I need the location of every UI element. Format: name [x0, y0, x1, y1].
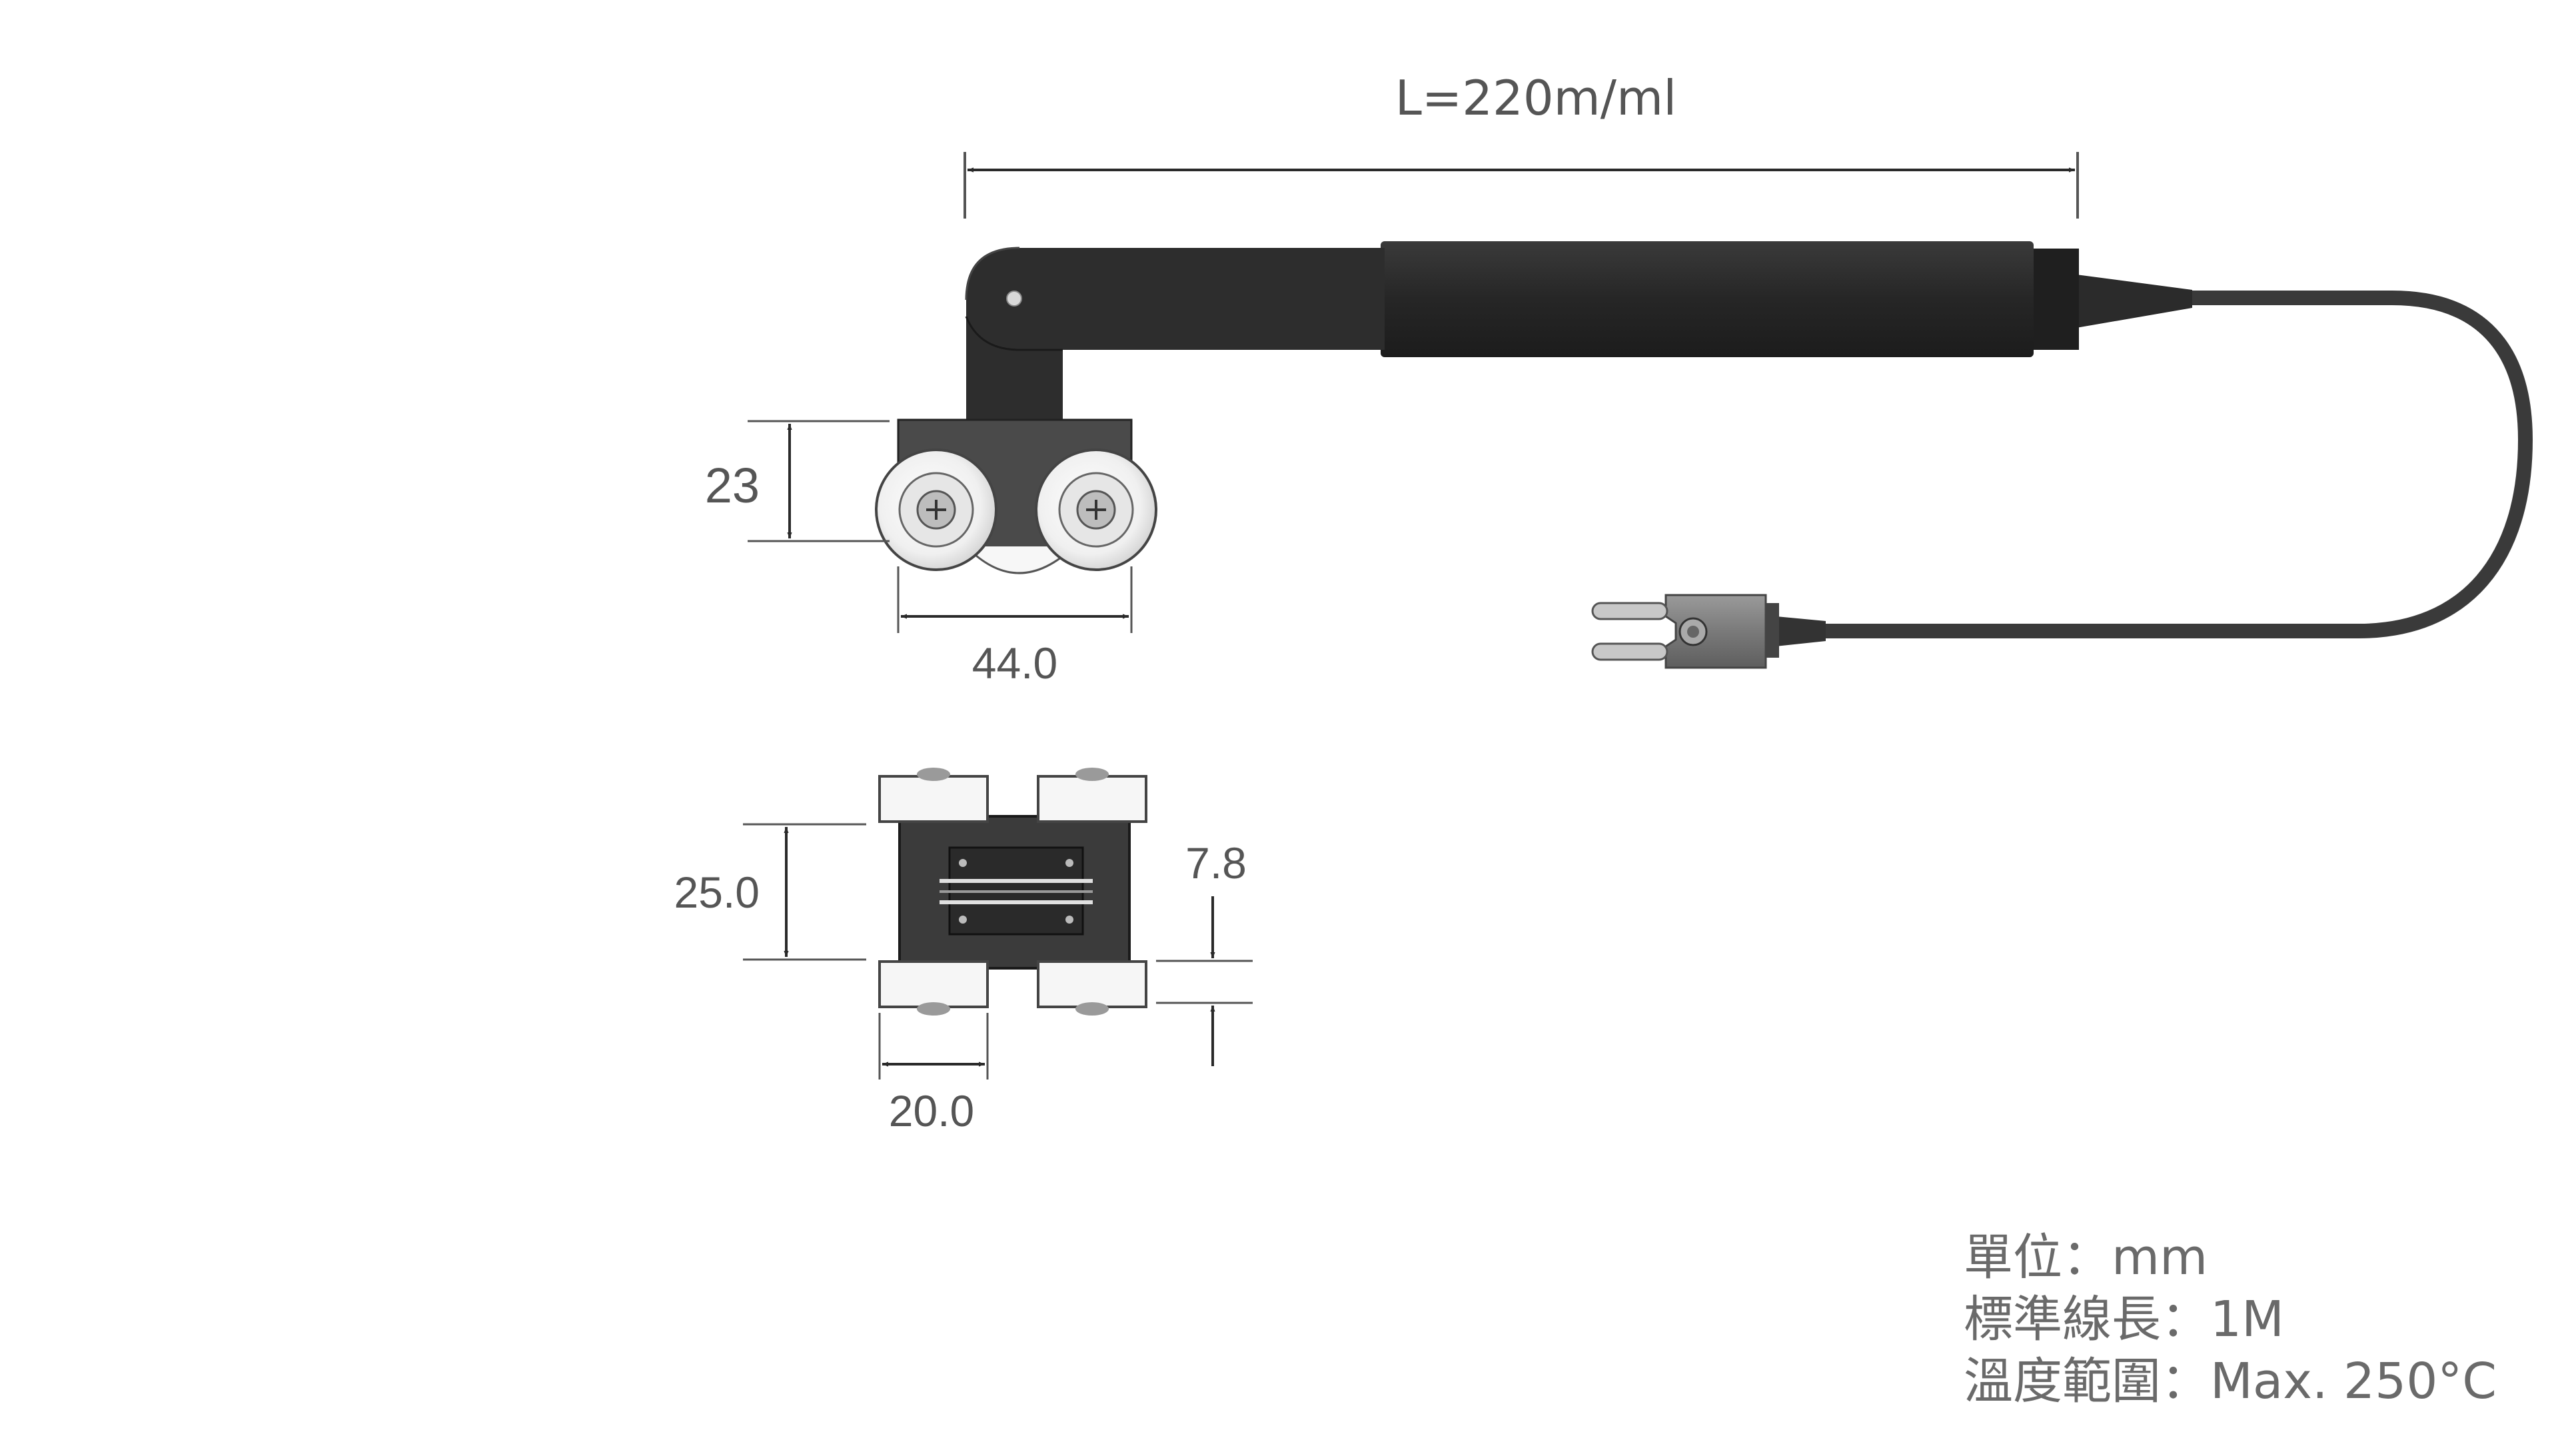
bottom-wheel-top-left — [878, 768, 989, 823]
strain-relief — [2076, 275, 2192, 328]
gap-label: 7.8 — [1185, 838, 1247, 888]
handle-end-cap — [2030, 249, 2079, 350]
side-width-label: 44.0 — [972, 638, 1057, 688]
side-height-label: 23 — [705, 458, 760, 513]
pivot-screw — [1006, 291, 1022, 307]
spec-list: 單位：mm 標準線長：1M 溫度範圍：Max. 250°C — [1964, 1229, 2497, 1410]
side-height-dimension: 23 — [705, 420, 890, 542]
right-wheel — [1035, 448, 1157, 571]
probe-cable — [1826, 291, 2533, 638]
length-label: L=220m/ml — [1395, 70, 1676, 126]
left-wheel — [875, 448, 997, 571]
spec-temperature-range: 溫度範圍：Max. 250°C — [1964, 1353, 2497, 1410]
probe-handle — [1381, 241, 2034, 357]
side-width-dimension: 44.0 — [897, 566, 1133, 688]
bottom-width-dimension: 20.0 — [878, 1013, 989, 1135]
probe-bottom-view — [878, 768, 1147, 1016]
bottom-wheel-top-right — [1037, 768, 1147, 823]
bottom-width-label: 20.0 — [889, 1086, 974, 1135]
thermocouple-plug — [1591, 594, 1826, 669]
bottom-wheel-bottom-right — [1037, 960, 1147, 1016]
probe-shaft — [966, 248, 1385, 426]
bottom-height-dimension: 25.0 — [674, 823, 866, 961]
length-dimension: L=220m/ml — [964, 70, 2079, 219]
spec-unit: 單位：mm — [1964, 1229, 2208, 1286]
gap-dimension: 7.8 — [1156, 838, 1253, 1066]
spec-cable-length: 標準線長：1M — [1964, 1291, 2284, 1348]
probe-side-view — [875, 241, 2533, 638]
bottom-height-label: 25.0 — [674, 868, 760, 917]
bottom-wheel-bottom-left — [878, 960, 989, 1016]
